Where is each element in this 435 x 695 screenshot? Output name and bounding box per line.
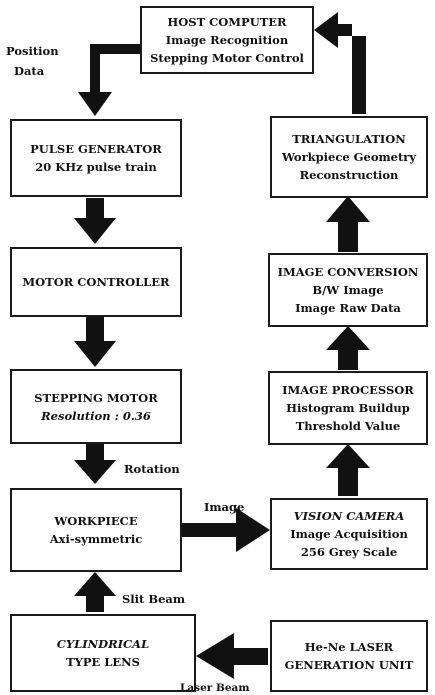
host-computer-line3: Stepping Motor Control [150,51,304,65]
stepping-motor-title: STEPPING MOTOR [34,390,158,405]
vision-camera-line2: Image Acquisition [290,527,408,541]
workpiece-title: WORKPIECE [54,514,138,528]
host-computer-line2: Image Recognition [165,33,289,47]
host-computer-title: HOST COMPUTER [167,15,287,29]
triangulation-box: TRIANGULATION Workpiece Geometry Reconst… [270,116,428,198]
arrow-workpiece-to-camera [180,508,270,552]
cylindrical-lens-box: CYLINDRICAL TYPE LENS [10,614,196,692]
image-processor-line2: Histogram Buildup [286,401,410,415]
image-processor-line3: Threshold Value [295,419,401,433]
motor-controller-box: MOTOR CONTROLLER [10,247,182,317]
pulse-generator-title: PULSE GENERATOR [30,142,162,156]
stepping-motor-resolution: Resolution : 0.36 [41,408,151,423]
workpiece-box: WORKPIECE Axi-symmetric [10,488,182,572]
cylindrical-lens-line2: TYPE LENS [66,655,140,669]
laser-unit-box: He-Ne LASER GENERATION UNIT [270,620,428,692]
triangulation-line2: Workpiece Geometry [281,150,417,164]
pulse-generator-box: PULSE GENERATOR 20 KHz pulse train [10,119,182,197]
arrow-laser-to-lens [196,633,268,679]
pulse-generator-line2: 20 KHz pulse train [35,160,157,174]
image-conversion-line2: B/W Image [312,283,384,297]
vision-camera-title: VISION CAMERA [293,509,405,523]
arrow-pulse-to-controller [74,198,116,244]
vision-camera-line3: 256 Grey Scale [300,545,398,559]
arrow-camera-to-processor [326,444,370,496]
label-position: Position [6,44,59,58]
triangulation-line3: Reconstruction [299,168,399,182]
laser-unit-line2: GENERATION UNIT [284,658,414,672]
label-data: Data [14,64,45,78]
image-conversion-line3: Image Raw Data [295,301,401,315]
cylindrical-lens-title: CYLINDRICAL [56,637,150,651]
image-processor-title: IMAGE PROCESSOR [282,383,414,397]
arrow-motor-to-workpiece [74,444,116,484]
vision-camera-box: VISION CAMERA Image Acquisition 256 Grey… [270,498,428,570]
motor-controller-title: MOTOR CONTROLLER [22,275,170,289]
triangulation-title: TRIANGULATION [292,132,406,146]
image-processor-box: IMAGE PROCESSOR Histogram Buildup Thresh… [268,371,428,445]
arrow-lens-to-workpiece [74,572,116,612]
arrow-conversion-to-triangulation [326,196,370,252]
arrow-processor-to-conversion [326,326,370,370]
label-laser-beam: Laser Beam [180,682,250,694]
arrow-controller-to-motor [74,317,116,367]
stepping-motor-box: STEPPING MOTOR Resolution : 0.36 [10,369,182,444]
label-image: Image [204,500,245,514]
label-rotation: Rotation [124,462,180,476]
label-slit-beam: Slit Beam [122,592,186,606]
laser-unit-title: He-Ne LASER [304,640,394,654]
arrow-host-to-pulse [78,40,150,116]
workpiece-line2: Axi-symmetric [49,532,143,546]
image-conversion-box: IMAGE CONVERSION B/W Image Image Raw Dat… [268,253,428,327]
host-computer-box: HOST COMPUTER Image Recognition Stepping… [140,6,314,74]
image-conversion-title: IMAGE CONVERSION [277,265,419,279]
arrow-triangulation-to-host [314,12,366,114]
